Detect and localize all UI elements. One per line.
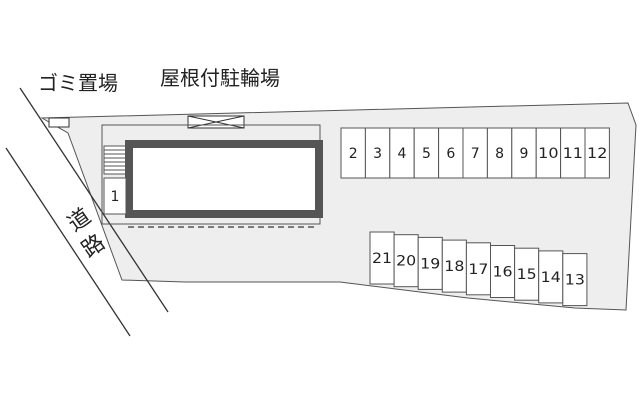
parking-slot-label: 19 <box>420 256 440 272</box>
parking-slot-label: 18 <box>444 259 464 275</box>
parking-slot-13: 13 <box>562 253 588 307</box>
parking-slot-15: 15 <box>514 247 540 301</box>
parking-slot-12: 12 <box>584 127 610 179</box>
garbage-spot <box>48 117 70 128</box>
parking-slot-label: 8 <box>495 146 504 162</box>
parking-slot-2: 2 <box>340 127 366 179</box>
parking-slot-label: 11 <box>563 146 583 162</box>
road-edge-left <box>5 147 131 337</box>
parking-slot-label: 6 <box>446 146 455 162</box>
parking-slot-label: 4 <box>398 146 407 162</box>
parking-slot-label: 12 <box>587 146 607 162</box>
parking-slot-label: 17 <box>468 262 488 278</box>
parking-slot-20: 20 <box>393 234 419 288</box>
parking-slot-19: 19 <box>417 236 443 290</box>
parking-slot-10: 10 <box>535 127 562 179</box>
road-edge-right <box>19 87 169 313</box>
parking-slot-label: 14 <box>541 270 561 286</box>
main-building <box>125 140 323 218</box>
parking-slot-label: 2 <box>349 146 358 162</box>
parking-slot-label: 21 <box>372 251 392 267</box>
garbage-label: ゴミ置場 <box>38 71 118 95</box>
parking-slot-5: 5 <box>413 127 440 179</box>
parking-slot-label: 7 <box>471 146 480 162</box>
parking-slot-label: 16 <box>493 265 513 281</box>
parking-slot-label: 3 <box>373 146 382 162</box>
stairs <box>103 145 127 175</box>
parking-slot-label: 13 <box>565 273 585 289</box>
parking-slot-9: 9 <box>511 127 537 179</box>
parking-slot-label: 5 <box>422 146 431 162</box>
bike-shelter-marker <box>187 115 245 129</box>
parking-slot-18: 18 <box>441 239 467 293</box>
parking-slot-label: 9 <box>520 146 529 162</box>
parking-slot-21: 21 <box>369 231 395 285</box>
parking-slot-14: 14 <box>538 250 564 304</box>
parking-slot-17: 17 <box>465 242 491 296</box>
parking-slot-1: 1 <box>103 177 127 215</box>
bike-shelter-label: 屋根付駐輪場 <box>160 66 280 90</box>
parking-slot-label: 20 <box>396 254 416 270</box>
parking-slot-16: 16 <box>490 245 516 298</box>
parking-slot-7: 7 <box>462 127 488 179</box>
parking-slot-3: 3 <box>364 127 391 179</box>
parking-slot-4: 4 <box>389 127 415 179</box>
parking-slot-label: 15 <box>517 267 537 283</box>
parking-slot-6: 6 <box>438 127 464 179</box>
parking-slot-label: 10 <box>538 146 558 162</box>
parking-slot-label: 1 <box>111 189 120 205</box>
parking-slot-8: 8 <box>486 127 513 179</box>
parking-slot-11: 11 <box>560 127 586 179</box>
